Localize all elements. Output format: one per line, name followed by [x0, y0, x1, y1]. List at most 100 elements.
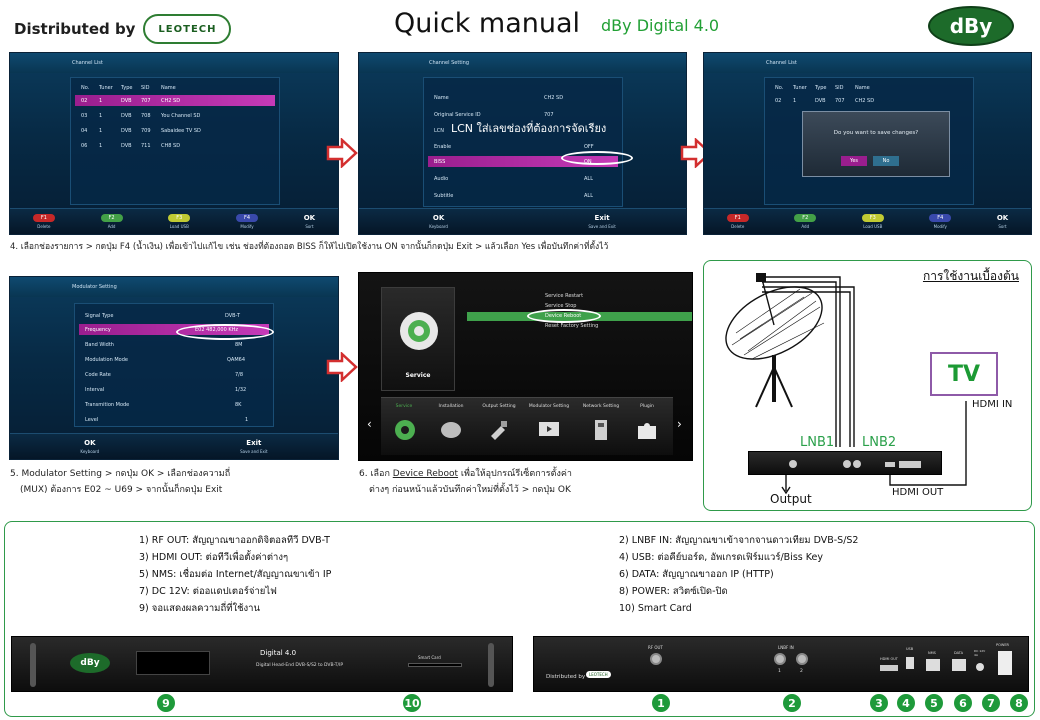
channel-setting-topbar: Channel Setting — [359, 53, 686, 73]
f3-key-pill: F3 — [861, 214, 884, 222]
ok-key-label: Sort — [998, 224, 1007, 229]
step-6-rest: เพื่อให้อุปกรณ์รีเซ็ตการตั้งค่า — [458, 469, 572, 479]
f2-key-pill: F2 — [100, 214, 123, 222]
table-row[interactable]: 04 1 DVB 709 Sabaidee TV SD — [75, 125, 275, 136]
service-tab-icon — [395, 420, 415, 440]
front-model: Digital 4.0 — [260, 649, 297, 657]
data-port[interactable] — [952, 659, 966, 671]
cell: 1 — [99, 142, 103, 149]
column-header: Type — [815, 84, 827, 91]
table-row[interactable]: 06 1 DVB 711 CH8 SD — [75, 140, 275, 151]
field-label: Enable — [434, 143, 452, 150]
channel-list-topbar: Channel List — [704, 53, 1031, 73]
cell: 708 — [141, 112, 151, 119]
nms-port[interactable] — [926, 659, 940, 671]
tab-modulator-setting[interactable]: Modulator Setting — [528, 404, 570, 409]
field-lcn[interactable]: LCN — [428, 125, 618, 136]
dialog-message: Do you want to save changes? — [833, 130, 919, 136]
smart-card-slot[interactable] — [408, 663, 462, 667]
distributed-by-text: Distributed by — [14, 20, 136, 38]
menu-item-service-restart[interactable]: Service Restart — [545, 293, 584, 299]
field-label: Name — [434, 94, 449, 101]
step-5-caption-line2: (MUX) ต้องการ E02 ~ U69 > จากนั้นก็กดปุ่… — [20, 485, 223, 495]
field-value: 8M — [235, 341, 243, 348]
tab-installation[interactable]: Installation — [438, 404, 464, 409]
lnbf-in-port-1[interactable] — [774, 653, 786, 665]
tab-network-setting[interactable]: Network Setting — [582, 404, 620, 409]
channel-list-topbar: Channel List — [10, 53, 338, 73]
field-label: Interval — [85, 386, 105, 393]
number-badge: 3 — [869, 693, 889, 713]
dc-port[interactable] — [976, 663, 984, 671]
no-button[interactable]: No — [873, 156, 899, 166]
plugin-puzzle-icon — [638, 423, 656, 439]
ok-key-caption: Keyboard — [429, 224, 448, 229]
table-row[interactable]: 03 1 DVB 708 You Channel SD — [75, 110, 275, 121]
rear-distributed-by: Distributed by — [546, 674, 586, 680]
rf-out-label: RF OUT — [648, 645, 663, 650]
usb-port[interactable] — [906, 657, 914, 669]
yes-button[interactable]: Yes — [841, 156, 867, 166]
number-badge: 1 — [651, 693, 671, 713]
ok-key-label: Sort — [305, 224, 314, 229]
exit-key-caption: Save and Exit — [588, 224, 616, 229]
tv-box: TV — [930, 352, 998, 396]
step-6-caption: 6. เลือก Device Reboot เพื่อให้อุปกรณ์รี… — [359, 466, 699, 498]
cell: 02 — [81, 97, 88, 104]
spec-item: 2) LNBF IN: สัญญาณขาเข้าจากจานดาวเทียม D… — [619, 535, 859, 546]
spec-item: 10) Smart Card — [619, 603, 692, 614]
step-6-prefix: 6. เลือก — [359, 469, 393, 479]
tab-service[interactable]: Service — [395, 404, 413, 409]
topbar-title: Channel Setting — [429, 60, 470, 66]
cell: DVB — [815, 97, 826, 104]
power-switch[interactable] — [998, 651, 1012, 675]
save-dialog-screenshot: Channel List No. Tuner Type SID Name 02 … — [703, 52, 1032, 235]
tab-output-setting[interactable]: Output Setting — [482, 404, 516, 409]
menu-item-reset-factory[interactable]: Reset Factory Setting — [545, 323, 599, 329]
menu-item-service-stop[interactable]: Service Stop — [545, 303, 577, 309]
hdmi-out-port[interactable] — [880, 665, 898, 671]
modulator-topbar: Modulator Setting — [10, 277, 338, 297]
tab-plugin[interactable]: Plugin — [640, 404, 654, 409]
rf-out-port[interactable] — [650, 653, 662, 665]
lnbf-in-port-2[interactable] — [796, 653, 808, 665]
field-label: BISS — [434, 158, 446, 165]
column-header: No. — [81, 84, 90, 91]
tab-right-chevron-icon[interactable]: › — [677, 417, 682, 431]
rear-panel: Distributed by LEOTECH RF OUT LNBF IN 1 … — [533, 636, 1029, 692]
tab-left-chevron-icon[interactable]: ‹ — [367, 417, 372, 431]
dby-logo: dBy — [928, 6, 1014, 46]
table-row[interactable]: 02 1 DVB 707 CH2 SD — [75, 95, 275, 106]
f4-key-label: Modify — [933, 224, 947, 229]
f2-key-pill: F2 — [794, 214, 817, 222]
